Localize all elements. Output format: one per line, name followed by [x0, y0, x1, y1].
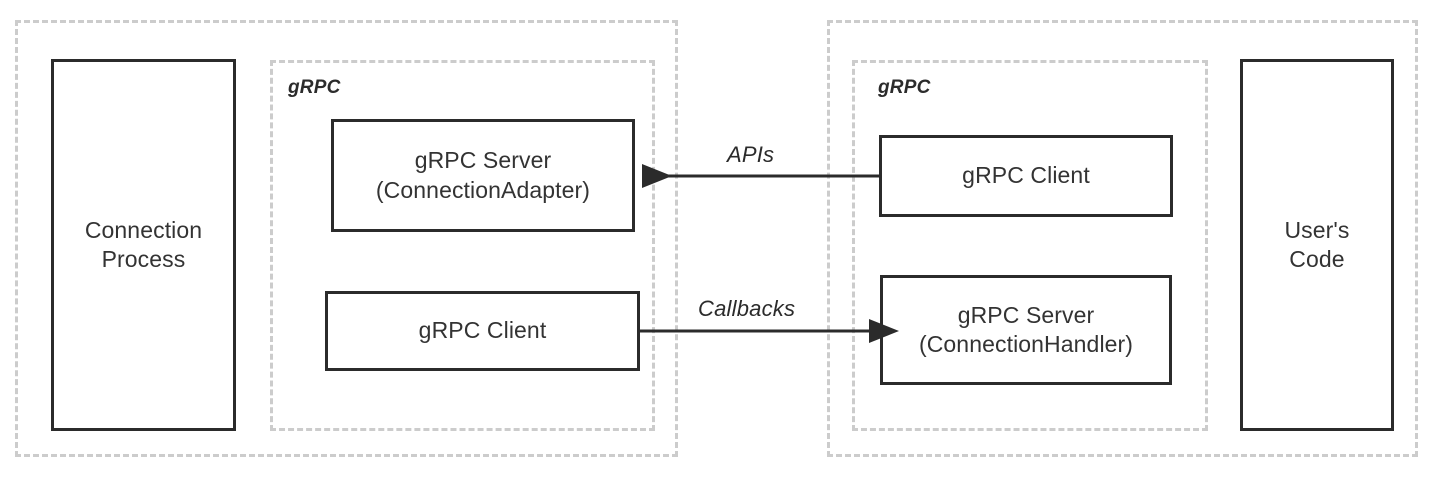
group-grpc-right — [852, 60, 1208, 431]
node-connection-process-label: Connection Process — [84, 216, 203, 272]
node-grpc-client-left[interactable]: gRPC Client — [325, 291, 640, 371]
node-grpc-client-right-label: gRPC Client — [962, 162, 1090, 189]
node-users-code-label: User's Code — [1284, 216, 1350, 272]
arrow-callbacks-label: Callbacks — [698, 296, 796, 321]
node-grpc-client-left-label: gRPC Client — [418, 317, 547, 344]
node-users-code[interactable]: User's Code — [1240, 59, 1394, 431]
group-user-code-outer — [827, 20, 1418, 457]
node-grpc-client-right[interactable]: gRPC Client — [879, 135, 1173, 217]
node-grpc-server-connection-handler[interactable]: gRPC Server (ConnectionHandler) — [880, 275, 1172, 385]
node-grpc-server-connection-handler-label: gRPC Server (ConnectionHandler) — [918, 301, 1134, 357]
group-grpc-right-label: gRPC — [878, 77, 931, 98]
node-connection-process[interactable]: Connection Process — [51, 59, 236, 431]
group-grpc-left — [270, 60, 655, 431]
node-grpc-server-connection-adapter-label: gRPC Server (ConnectionAdapter) — [375, 147, 591, 203]
group-connection-process-outer — [15, 20, 678, 457]
group-grpc-left-label: gRPC — [288, 77, 341, 98]
node-grpc-server-connection-adapter[interactable]: gRPC Server (ConnectionAdapter) — [331, 119, 635, 232]
arrow-apis-label: APIs — [727, 142, 775, 167]
